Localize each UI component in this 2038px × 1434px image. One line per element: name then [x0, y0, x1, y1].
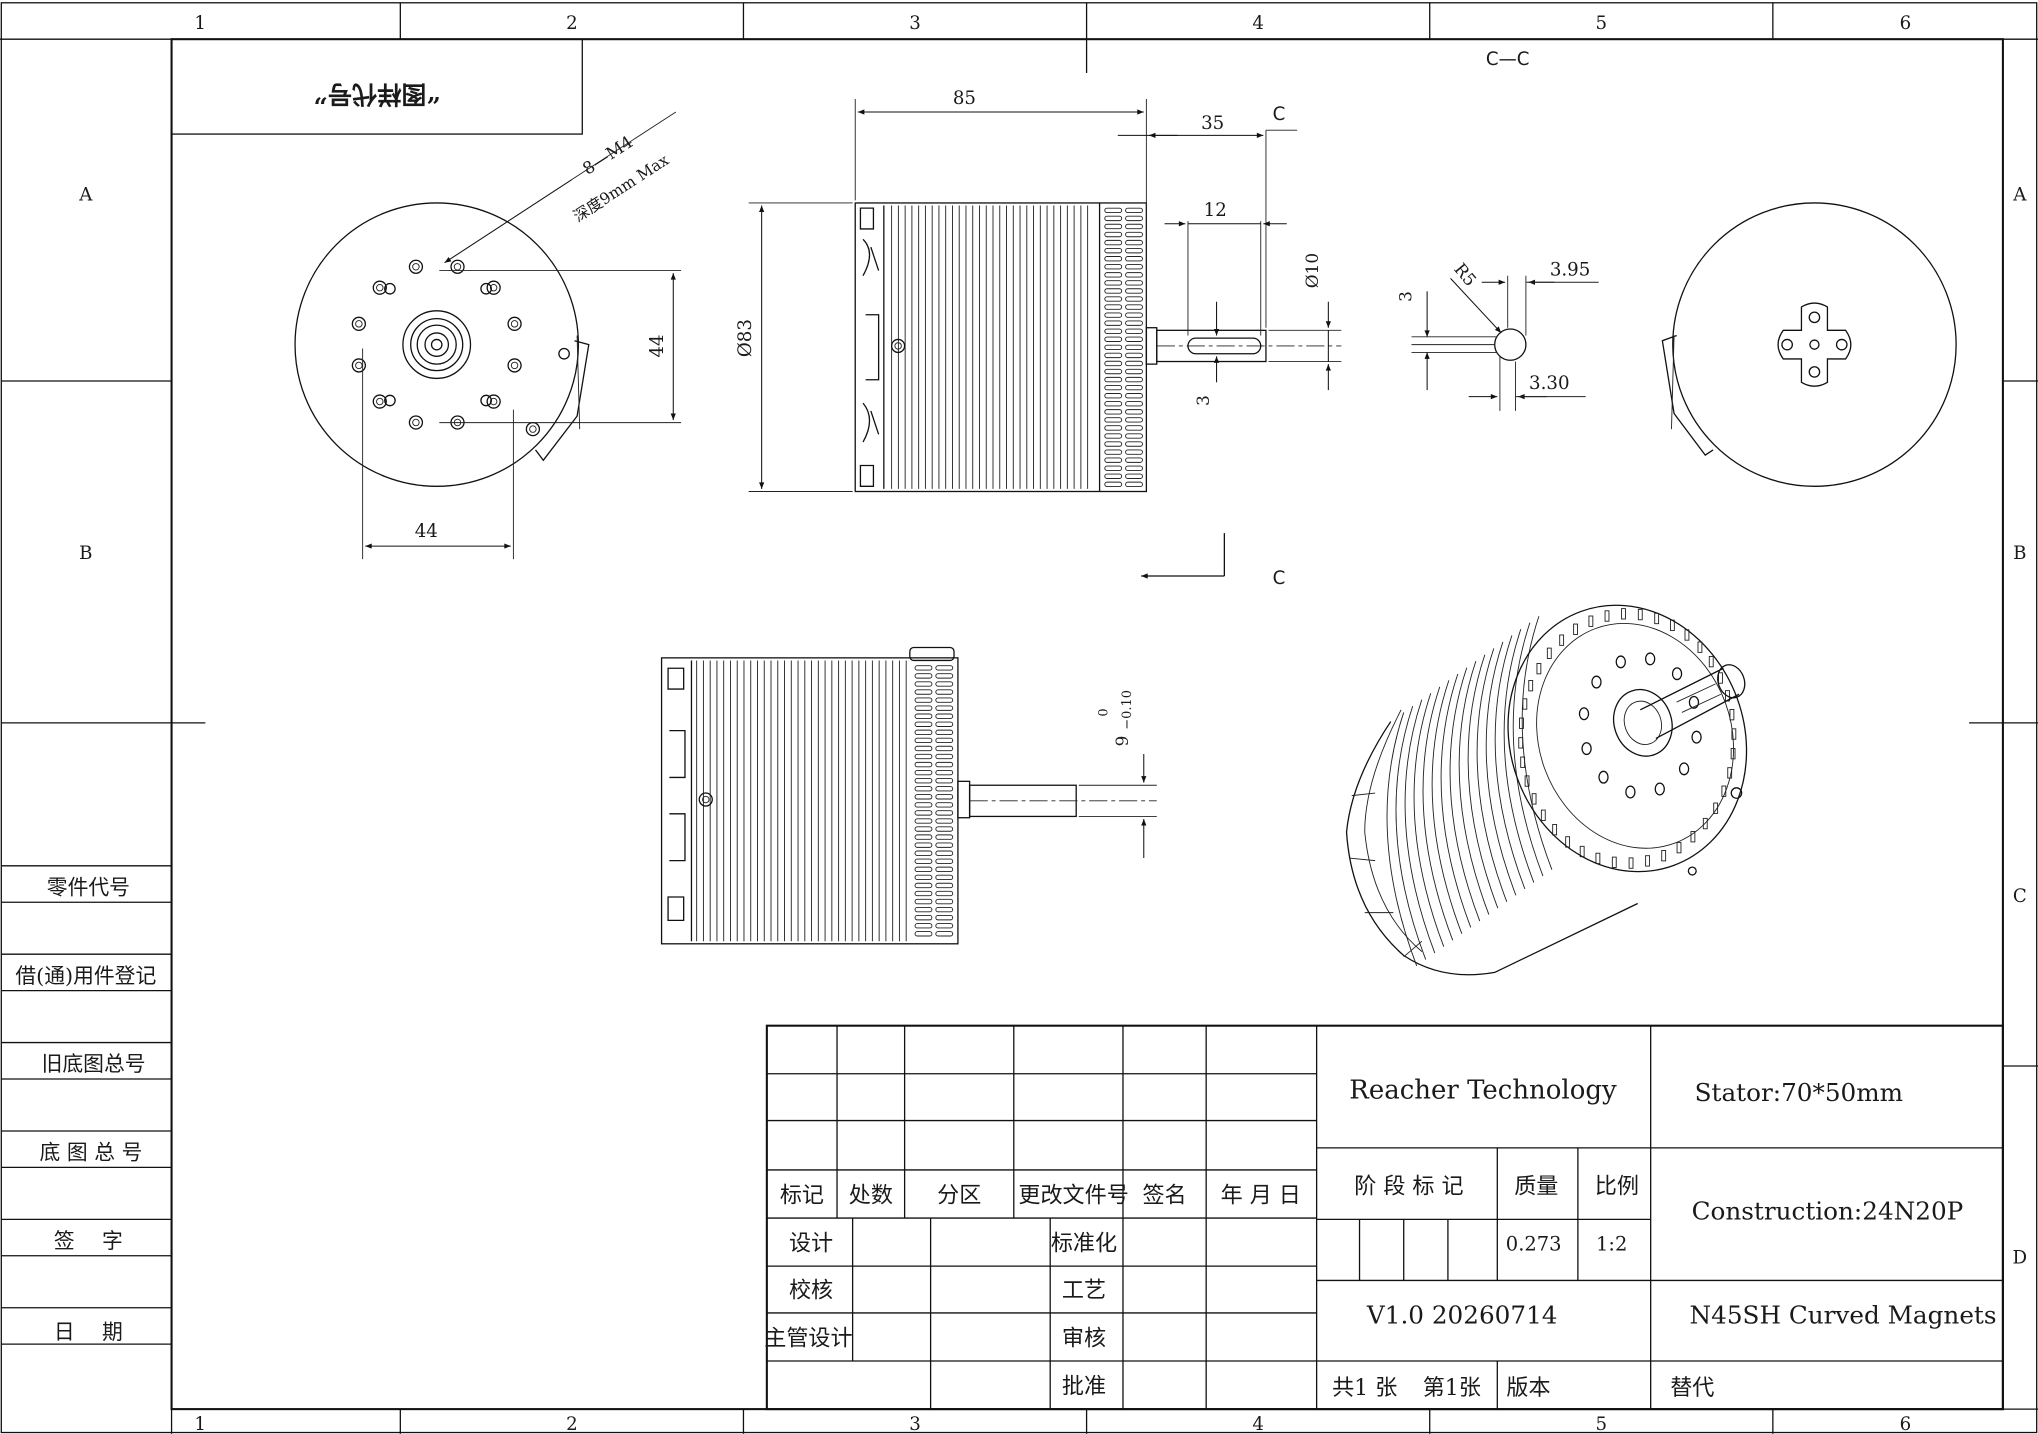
- bottom-side-view: 9 0 −0.10: [660, 646, 1157, 945]
- col-label-5-bottom: 5: [1595, 1414, 1607, 1434]
- panel-borrowed-register: 借(通)用件登记: [15, 964, 156, 988]
- tb-version-label: 版本: [1506, 1375, 1550, 1401]
- vent-grille: [1518, 608, 1737, 869]
- section-mark-top: C: [1273, 104, 1286, 125]
- title-block: 标记 处数 分区 更改文件号 签名 年 月 日 设计 标准化 校核 工艺 主管设…: [764, 1024, 2004, 1411]
- tb-standardization: 标准化: [1051, 1231, 1117, 1257]
- bolt-spacing-vertical-dim: 44: [647, 334, 668, 357]
- col-label-3-bottom: 3: [909, 1414, 921, 1434]
- tb-approve: 批准: [1062, 1374, 1106, 1400]
- tb-version: V1.0 20260714: [1366, 1300, 1558, 1329]
- tb-construction: Construction:24N20P: [1692, 1196, 1964, 1225]
- bolt-hole-pattern: [1578, 652, 1702, 799]
- col-label-3: 3: [909, 13, 921, 34]
- section-395-dim: 3.95: [1550, 260, 1590, 281]
- vent-grille: [1104, 207, 1143, 488]
- rear-view: [1661, 202, 1957, 487]
- row-label-b: B: [79, 543, 92, 564]
- tb-header-count: 处数: [849, 1182, 893, 1208]
- panel-part-code: 零件代号: [47, 875, 130, 899]
- panel-old-base-number: 旧底图总号: [42, 1052, 146, 1076]
- hole-spec-label: 8—M4: [579, 131, 637, 178]
- shaft-length-dim: 35: [1201, 113, 1224, 134]
- col-label-2-bottom: 2: [566, 1414, 578, 1434]
- row-label-c-right: C: [2013, 886, 2027, 907]
- key-width-dim: 3: [1193, 395, 1213, 406]
- tb-mass-label: 质量: [1514, 1173, 1558, 1199]
- cooling-fins: [696, 660, 907, 942]
- tb-header-zone: 分区: [937, 1182, 981, 1208]
- shaft-tolerance-nominal: 9: [1112, 736, 1132, 747]
- left-registration-panel: 零件代号 借(通)用件登记 旧底图总号 底 图 总 号 签 字 日 期: [1, 722, 173, 1410]
- col-label-2: 2: [566, 13, 578, 34]
- tb-review: 审核: [1062, 1325, 1106, 1351]
- col-label-6: 6: [1900, 13, 1912, 34]
- tb-header-date: 年 月 日: [1221, 1182, 1301, 1208]
- front-view: 44 44 8—M4 深度9mm Max: [294, 111, 682, 560]
- col-label-6-bottom: 6: [1900, 1414, 1912, 1434]
- section-title: C—C: [1486, 49, 1530, 70]
- col-label-4-bottom: 4: [1252, 1414, 1264, 1434]
- tb-header-mark: 标记: [780, 1182, 824, 1208]
- row-label-d-right: D: [2013, 1248, 2028, 1269]
- tb-header-change-doc: 更改文件号: [1018, 1182, 1128, 1208]
- col-label-1-bottom: 1: [194, 1414, 206, 1434]
- tb-magnets: N45SH Curved Magnets: [1690, 1300, 1997, 1329]
- drawing-number-stamp: “图样代号”: [170, 38, 583, 135]
- tb-check: 校核: [789, 1277, 833, 1303]
- tb-process: 工艺: [1062, 1277, 1106, 1303]
- tb-stage-mark: 阶 段 标 记: [1354, 1173, 1463, 1199]
- tb-replace-label: 替代: [1670, 1375, 1714, 1401]
- col-label-5: 5: [1595, 13, 1607, 34]
- shaft-tolerance-upper: 0: [1096, 708, 1111, 716]
- length-dim: 85: [953, 88, 976, 109]
- housing-windows: [859, 207, 880, 487]
- vent-grille: [914, 665, 954, 937]
- section-mark-bottom: C: [1273, 568, 1286, 589]
- row-label-b-right: B: [2013, 543, 2026, 564]
- tb-ratio-value: 1:2: [1596, 1233, 1627, 1256]
- col-label-4: 4: [1252, 13, 1264, 34]
- tb-sheet-number: 第1张: [1423, 1375, 1481, 1401]
- cooling-fins: [891, 205, 1089, 489]
- side-view: 85 35 C 12 3 Ø10 Ø83 C: [735, 88, 1342, 589]
- tb-stator: Stator:70*50mm: [1695, 1078, 1903, 1107]
- tb-company: Reacher Technology: [1349, 1075, 1617, 1105]
- section-height-dim: 3: [1396, 291, 1416, 302]
- isometric-view: [1345, 604, 1748, 976]
- shaft-diameter-dim: Ø10: [1302, 253, 1322, 288]
- tb-lead-designer: 主管设计: [764, 1325, 852, 1351]
- tb-mass-value: 0.273: [1506, 1233, 1562, 1256]
- housing-windows: [667, 667, 686, 922]
- tb-sheet-total: 共1 张: [1332, 1375, 1397, 1401]
- bolt-spacing-horizontal-dim: 44: [415, 521, 438, 542]
- section-cc: C—C 3 R5 3.95 3.30: [1396, 49, 1599, 411]
- shaft-tolerance-lower: −0.10: [1120, 690, 1135, 730]
- panel-date: 日 期: [54, 1320, 123, 1344]
- tb-ratio-label: 比例: [1595, 1173, 1639, 1199]
- cooling-fins: [1386, 616, 1553, 967]
- drawing-number-label: “图样代号”: [313, 80, 440, 109]
- section-radius-dim: R5: [1450, 259, 1480, 290]
- tb-design: 设计: [789, 1231, 833, 1257]
- row-label-a-right: A: [2012, 184, 2027, 205]
- panel-signature: 签 字: [54, 1229, 123, 1253]
- col-label-1: 1: [194, 13, 206, 34]
- row-label-a: A: [78, 184, 93, 205]
- section-330-dim: 3.30: [1529, 373, 1570, 394]
- bolt-hole-pattern: [351, 259, 522, 430]
- housing-diameter-dim: Ø83: [735, 319, 756, 357]
- tb-header-signature: 签名: [1142, 1182, 1186, 1208]
- key-length-dim: 12: [1204, 200, 1227, 221]
- panel-base-number: 底 图 总 号: [40, 1141, 143, 1165]
